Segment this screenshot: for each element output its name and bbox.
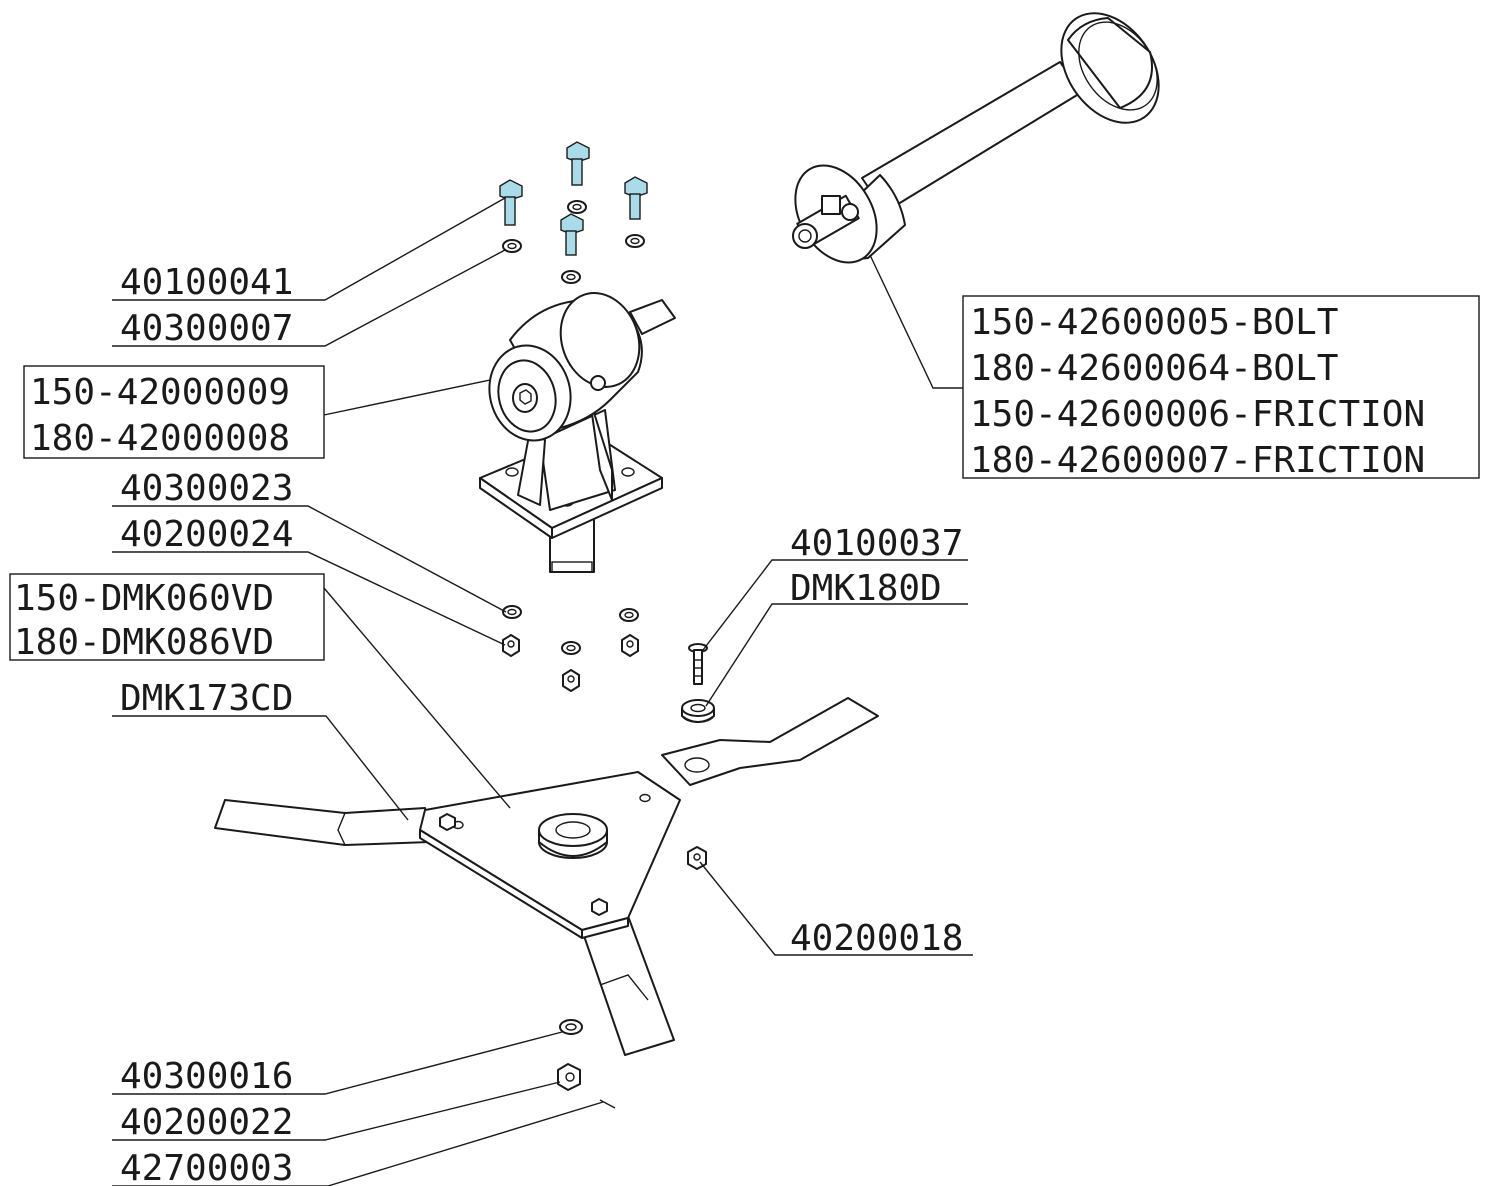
- part-number-label: 150-42000009: [30, 372, 290, 413]
- bolt-icon: [499, 179, 523, 226]
- part-number-label: 40100037: [790, 523, 963, 564]
- part-number-label: 40300016: [120, 1056, 293, 1097]
- nut-icon: [562, 669, 580, 692]
- top-bolts: [499, 141, 648, 284]
- bushing-icon: [681, 699, 715, 723]
- part-number-label: 180-42000008: [30, 418, 290, 459]
- part-number-label: 42700003: [120, 1148, 293, 1186]
- nut-icon: [621, 634, 639, 657]
- gearbox-label-box: [23, 365, 325, 459]
- part-number-label: 180-42600064-BOLT: [970, 348, 1338, 389]
- part-number-label: 150-DMK060VD: [14, 578, 274, 619]
- pto-shaft: [792, 12, 1160, 264]
- part-number-label: 40300023: [120, 468, 293, 509]
- part-number-label: 150-42600006-FRICTION: [970, 394, 1425, 435]
- gearbox: [479, 292, 676, 573]
- split-pin-icon: [599, 1099, 616, 1109]
- part-number-label: DMK173CD: [120, 678, 293, 719]
- leader-lines: [112, 197, 973, 1186]
- bolt-icon: [560, 213, 584, 256]
- part-number-label: 150-42600005-BOLT: [970, 302, 1338, 343]
- part-number-label: DMK180D: [790, 568, 942, 609]
- part-number-label: 40200018: [790, 918, 963, 959]
- part-number-label: 40100041: [120, 262, 293, 303]
- lower-fasteners: [502, 605, 715, 723]
- countersunk-bolt-icon: [688, 643, 708, 685]
- disc-label-box: [9, 573, 325, 661]
- pto-label-box: [962, 295, 1480, 479]
- part-number-label: 180-DMK086VD: [14, 622, 274, 663]
- part-number-label: 40300007: [120, 308, 293, 349]
- bottom-fasteners: [557, 1019, 616, 1109]
- bolt-icon: [566, 141, 590, 186]
- nut-icon: [502, 634, 520, 657]
- blade-disc-assembly: [214, 697, 879, 1056]
- part-number-label: 40200022: [120, 1102, 293, 1143]
- bolt-icon: [624, 176, 648, 220]
- castle-nut-icon: [557, 1063, 581, 1091]
- part-number-label: 180-42600007-FRICTION: [970, 440, 1425, 481]
- part-number-label: 40200024: [120, 514, 293, 555]
